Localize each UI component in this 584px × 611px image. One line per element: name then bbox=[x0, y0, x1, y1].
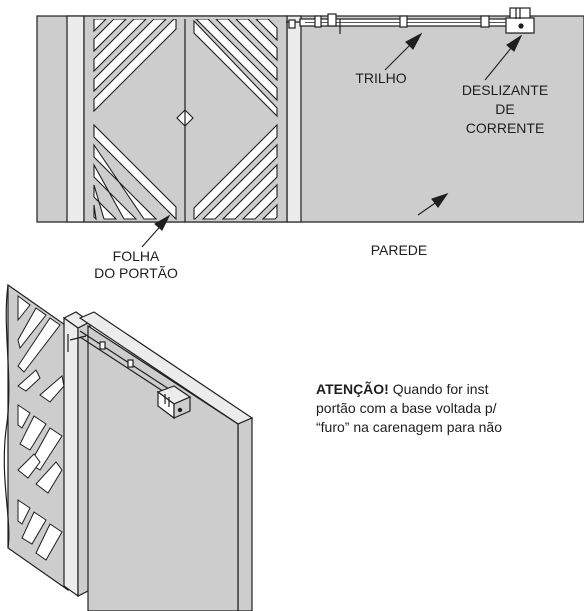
perspective-post bbox=[62, 311, 92, 598]
note-line-2: portão com a base voltada p/ bbox=[316, 400, 497, 416]
attention-note: ATENÇÃO! Quando for inst portão com a ba… bbox=[316, 380, 584, 437]
perspective-wall bbox=[78, 311, 254, 611]
label-folha-line2: DO PORTÃO bbox=[94, 265, 178, 281]
note-line-3: “furo” na carenagem para não bbox=[316, 419, 502, 435]
label-deslizante-line1: DESLIZANTE bbox=[461, 82, 549, 98]
perspective-motor bbox=[156, 385, 192, 420]
chain-slider-motor bbox=[505, 7, 535, 34]
note-line1-text: Quando for inst bbox=[388, 381, 489, 397]
label-folha-line1: FOLHA bbox=[112, 248, 160, 264]
note-strong: ATENÇÃO! bbox=[316, 381, 389, 397]
label-parede: PAREDE bbox=[370, 242, 428, 258]
top-view bbox=[36, 7, 584, 223]
gate-post-left bbox=[66, 15, 85, 223]
label-deslizante-line3: CORRENTE bbox=[465, 120, 545, 136]
perspective-gate-leaf bbox=[3, 283, 69, 592]
gate-leaf bbox=[83, 15, 288, 223]
label-folha-do-portao: FOLHA DO PORTÃO bbox=[76, 248, 196, 282]
leader-arrows bbox=[141, 32, 523, 248]
label-deslizante-line2: DE bbox=[495, 101, 515, 117]
label-deslizante-de-corrente: DESLIZANTE DE CORRENTE bbox=[446, 82, 564, 137]
label-trilho: TRILHO bbox=[355, 70, 407, 86]
perspective-rail bbox=[67, 330, 176, 400]
perspective-view bbox=[3, 283, 254, 611]
note-line-1: ATENÇÃO! Quando for inst bbox=[316, 380, 584, 399]
gate-post-right bbox=[286, 15, 302, 223]
